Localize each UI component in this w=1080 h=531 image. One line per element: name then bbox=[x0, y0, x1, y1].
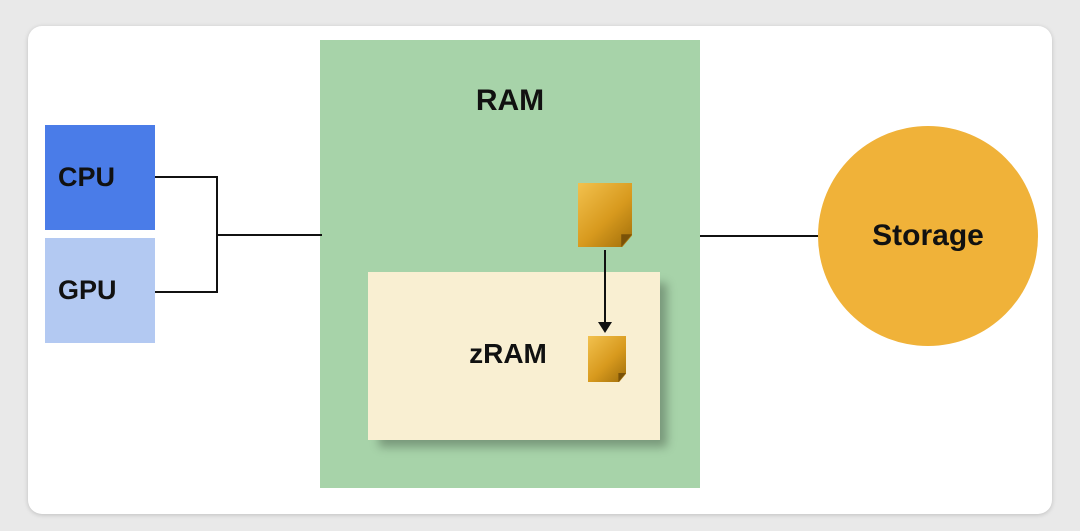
zram-label: zRAM bbox=[469, 338, 547, 369]
compression-arrow-line bbox=[604, 250, 606, 324]
ram-label: RAM bbox=[475, 84, 545, 117]
storage-node: Storage bbox=[818, 126, 1038, 346]
connector-to-ram bbox=[216, 234, 322, 236]
gpu-node: GPU bbox=[45, 238, 155, 343]
memory-page-icon bbox=[578, 183, 632, 247]
storage-label: Storage bbox=[872, 219, 984, 252]
connector-cpu bbox=[155, 176, 218, 178]
cpu-label: CPU bbox=[58, 162, 116, 192]
connector-gpu bbox=[155, 291, 218, 293]
compressed-page-icon bbox=[588, 336, 626, 382]
compression-arrow-head-icon bbox=[598, 322, 612, 333]
gpu-label: GPU bbox=[58, 275, 117, 305]
cpu-node: CPU bbox=[45, 125, 155, 230]
connector-ram-storage bbox=[700, 235, 820, 237]
